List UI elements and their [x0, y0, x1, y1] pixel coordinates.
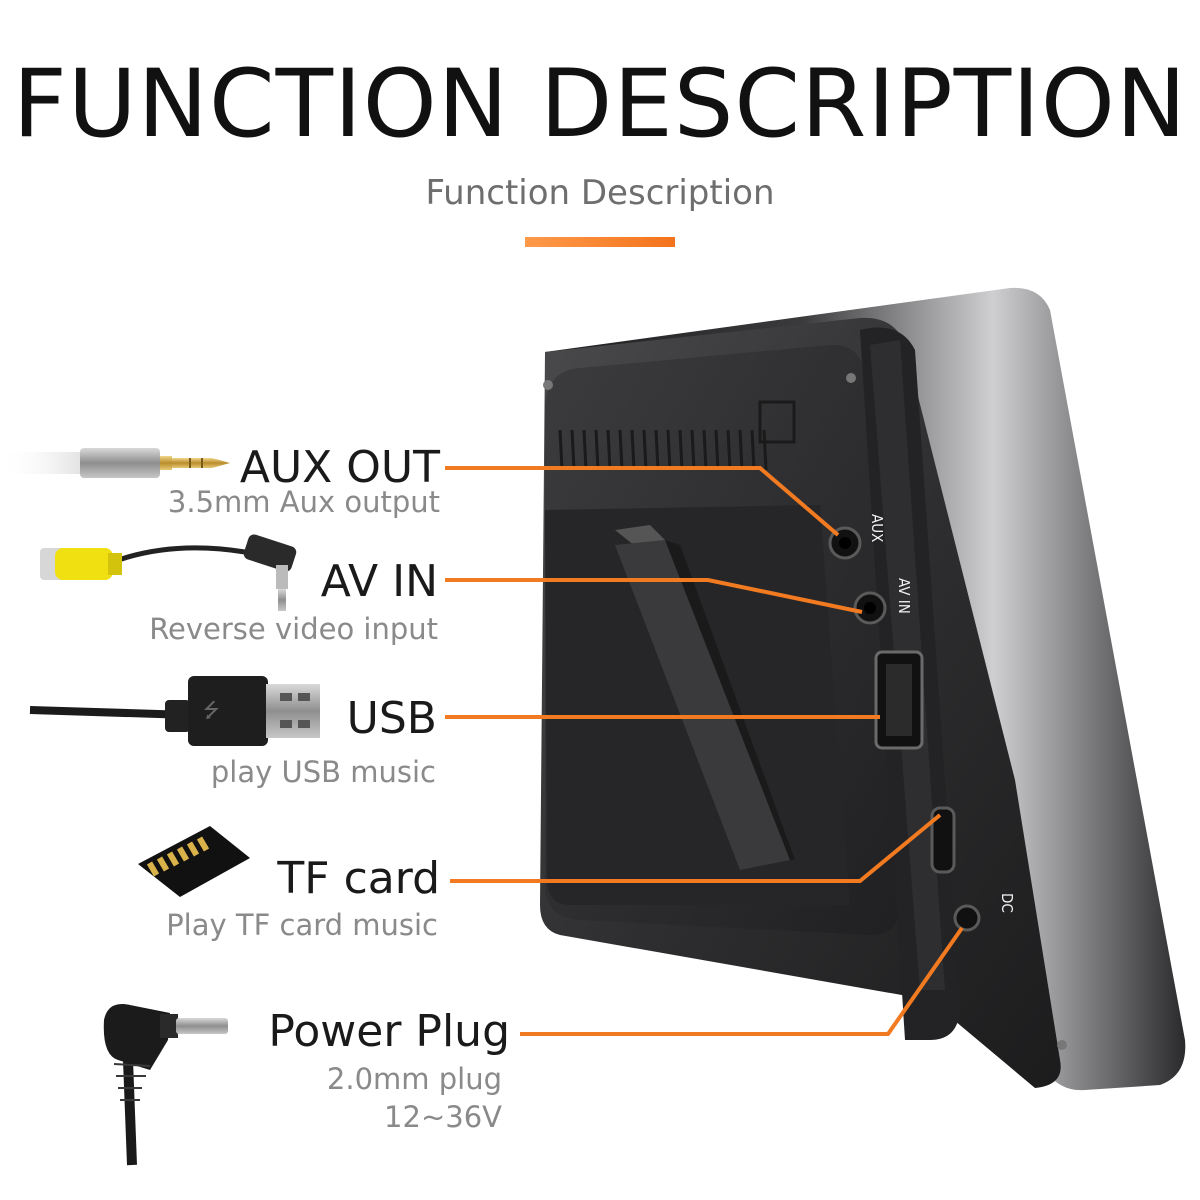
- feature-desc-power-plug: 2.0mm plug: [326, 1062, 502, 1096]
- feature-label-usb: USB: [346, 693, 437, 744]
- usb-cable-icon: ⭍: [29, 676, 320, 746]
- tf-card-icon: [138, 826, 250, 897]
- feature-label-tf-card: TF card: [277, 853, 440, 904]
- usb-port: [874, 650, 924, 750]
- feature-desc-aux-out: 3.5mm Aux output: [167, 485, 440, 519]
- feature-desc-tf-card: Play TF card music: [166, 908, 438, 942]
- page-title: FUNCTION DESCRIPTION: [12, 50, 1188, 159]
- accent-divider: [525, 237, 675, 247]
- tf-card-slot: [930, 806, 956, 874]
- feature-desc-power-voltage: 12~36V: [384, 1100, 502, 1134]
- callout-lines: [445, 466, 964, 1036]
- aux-cable-icon: [0, 448, 230, 478]
- port-label-aux: AUX: [868, 514, 886, 543]
- svg-text:⭍: ⭍: [203, 698, 220, 722]
- feature-desc-av-in: Reverse video input: [149, 612, 438, 646]
- device-body: [540, 287, 1186, 1091]
- dc-port: [953, 904, 981, 932]
- rca-cable-icon: [40, 534, 297, 611]
- av-in-port: [853, 591, 887, 625]
- feature-desc-usb: play USB music: [210, 755, 436, 789]
- page-subtitle: Function Description: [425, 173, 775, 213]
- feature-label-av-in: AV IN: [320, 556, 438, 607]
- feature-label-aux-out: AUX OUT: [239, 442, 440, 493]
- feature-label-power-plug: Power Plug: [268, 1006, 510, 1057]
- port-label-av-in: AV IN: [895, 578, 913, 614]
- power-plug-icon: [103, 1004, 228, 1166]
- port-label-dc: DC: [998, 893, 1016, 913]
